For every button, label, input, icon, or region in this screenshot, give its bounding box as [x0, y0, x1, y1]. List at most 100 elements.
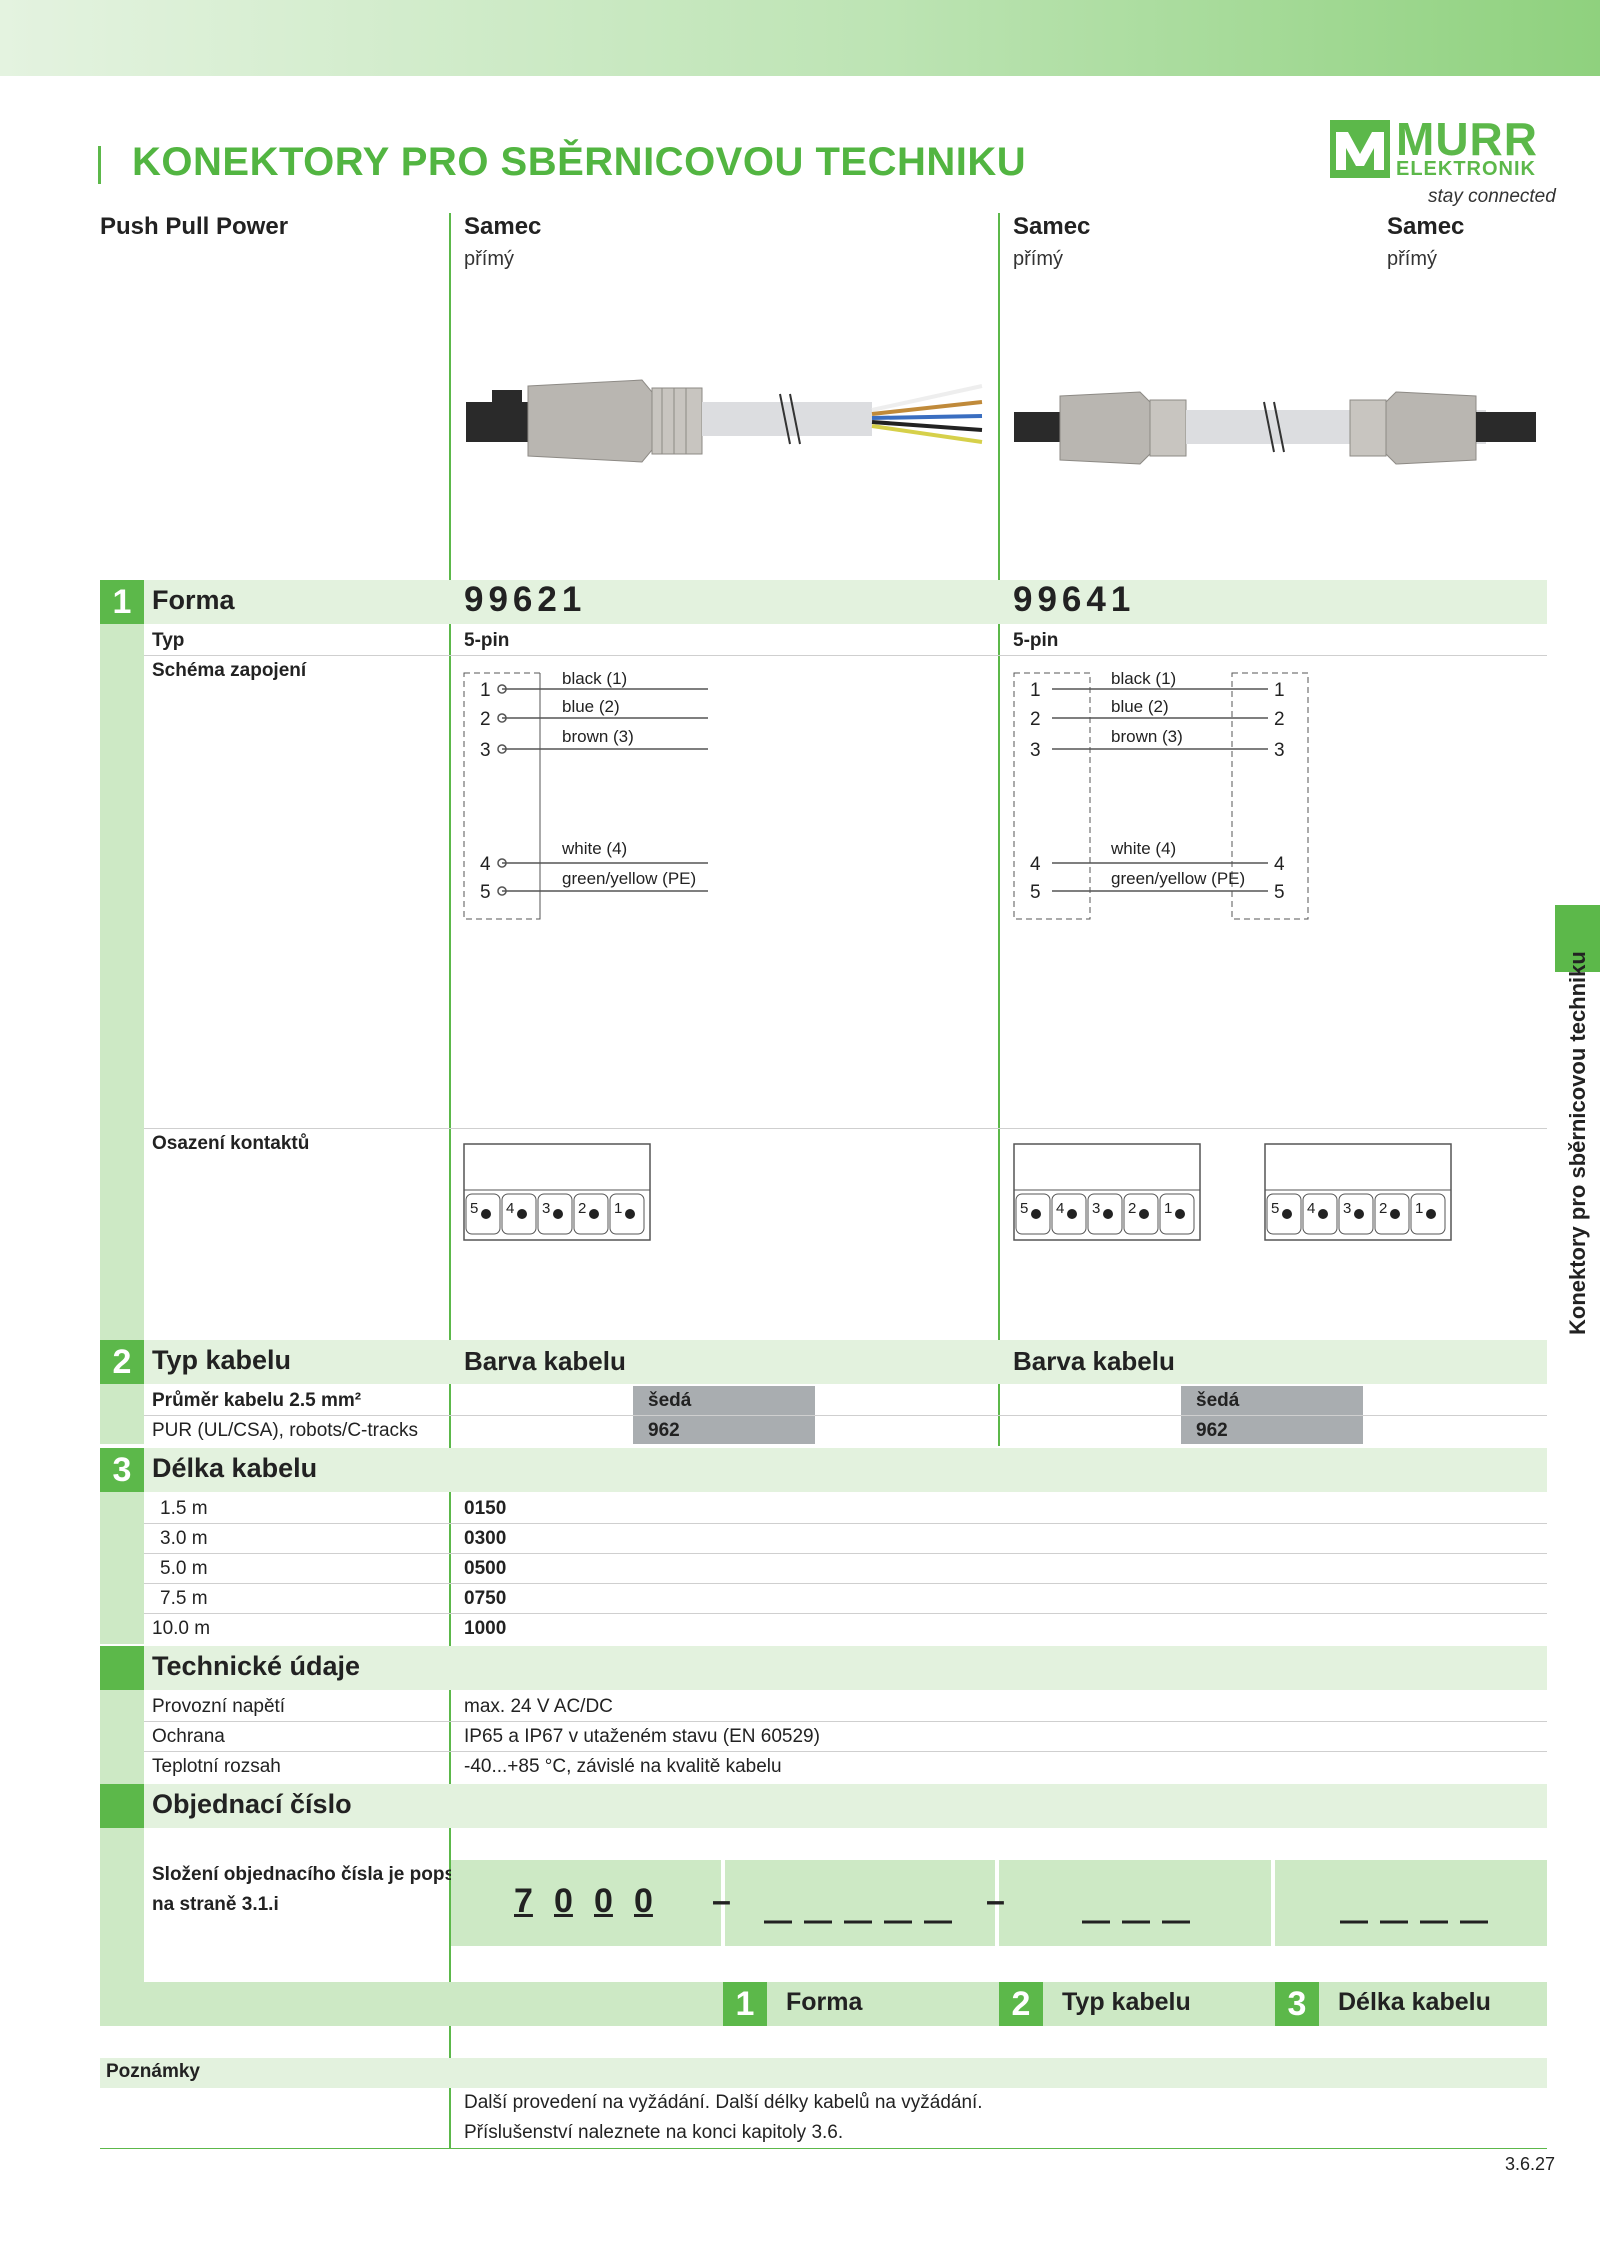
voltage-label: Provozní napětí [152, 1696, 286, 1717]
row-divider [144, 1721, 1547, 1722]
contact-pin-3: 3 [1092, 1200, 1101, 1217]
row-divider [144, 1523, 1547, 1524]
length-code: 0300 [464, 1528, 507, 1549]
title-marker [98, 146, 101, 184]
product-image-99621 [466, 379, 983, 463]
order-dash: – [986, 1882, 1005, 1920]
murr-logo: MURR ELEKTRONIK stay connected [1330, 113, 1560, 213]
logo-murr-text: MURR [1396, 113, 1538, 165]
notes-band [100, 2058, 1547, 2088]
length-code: 1000 [464, 1618, 507, 1639]
length-label: 10.0 m [152, 1618, 211, 1639]
logo-tagline: stay connected [1428, 186, 1556, 207]
wire-label-blue-2: blue (2) [1111, 697, 1169, 716]
length-code: 0150 [464, 1498, 507, 1519]
row-divider [144, 1583, 1547, 1584]
wire-label-black: black (1) [562, 669, 628, 688]
pin-5-right: 5 [1274, 882, 1285, 903]
chapter-tab-label: Konektory pro sběrnicovou techniku [1565, 951, 1590, 1335]
contact-pin-1: 1 [614, 1200, 623, 1217]
pin-2-left: 2 [1030, 709, 1041, 730]
legend-num-2: 2 [999, 1982, 1043, 2026]
section-3-band [144, 1448, 1547, 1492]
legend-num-1: 1 [723, 1982, 767, 2026]
pin-5-left: 5 [1030, 882, 1041, 903]
cable-code-1: 962 [648, 1420, 680, 1441]
legend-label-forma: Forma [786, 1988, 863, 2016]
order-marker [100, 1784, 144, 1828]
wire-label-blue: blue (2) [562, 697, 620, 716]
top-banner [0, 0, 1600, 76]
section-1-title: Forma [152, 585, 235, 615]
section-2-number: 2 [100, 1340, 144, 1384]
order-note-line2: na straně 3.1.i [152, 1894, 279, 1915]
section-3-title: Délka kabelu [152, 1453, 318, 1483]
code-99621: 99621 [464, 580, 587, 619]
pin-5: 5 [480, 882, 491, 903]
order-field-typ-kabelu[interactable] [999, 1860, 1271, 1946]
order-field-delka-kabelu[interactable] [1275, 1860, 1547, 1946]
cable-color-1: šedá [648, 1390, 692, 1411]
wire-label-black-2: black (1) [1111, 669, 1177, 688]
contact-pin-4: 4 [506, 1200, 515, 1217]
product-image-99641 [1014, 391, 1536, 465]
pin-3-left: 3 [1030, 740, 1041, 761]
contact-block-99641-b [1264, 1143, 1452, 1241]
contact-pin-2: 2 [1379, 1200, 1388, 1217]
section-2-band [144, 1340, 1547, 1384]
footer-rule [100, 2148, 1547, 2149]
contact-pin-4: 4 [1056, 1200, 1065, 1217]
cable-color-header-1: Barva kabelu [464, 1346, 626, 1376]
temperature-value: -40...+85 °C, závislé na kvalitě kabelu [464, 1756, 782, 1777]
col3-sub: přímý [1387, 248, 1437, 270]
notes-line2: Příslušenství naleznete na konci kapitol… [464, 2122, 844, 2143]
wire-label-pe-2: green/yellow (PE) [1111, 869, 1246, 888]
order-digit: 0 [594, 1882, 613, 1920]
contact-pin-5: 5 [1271, 1200, 1280, 1217]
cable-color-2: šedá [1196, 1390, 1240, 1411]
protection-value: IP65 a IP67 v utaženém stavu (EN 60529) [464, 1726, 820, 1747]
contact-pin-1: 1 [1415, 1200, 1424, 1217]
notes-line1: Další provedení na vyžádání. Další délky… [464, 2092, 983, 2113]
pin-2: 2 [480, 709, 491, 730]
wire-label-brown-2: brown (3) [1111, 727, 1183, 746]
contact-pin-4: 4 [1307, 1200, 1316, 1217]
cable-code-2: 962 [1196, 1420, 1228, 1441]
contact-block-99641-a [1013, 1143, 1201, 1241]
order-digit: 0 [634, 1882, 653, 1920]
wire-label-white-2: white (4) [1111, 839, 1177, 858]
temperature-label: Teplotní rozsah [152, 1756, 281, 1777]
pin-3-right: 3 [1274, 740, 1285, 761]
section-3-number: 3 [100, 1448, 144, 1492]
page-number: 3.6.27 [1505, 2154, 1556, 2174]
contact-pin-5: 5 [470, 1200, 479, 1217]
section-1-band [144, 580, 1547, 624]
length-code: 0500 [464, 1558, 507, 1579]
protection-label: Ochrana [152, 1726, 225, 1747]
order-title: Objednací číslo [152, 1789, 352, 1819]
order-prefix-field [451, 1860, 721, 1946]
product-family: Push Pull Power [100, 213, 289, 240]
column-divider-2 [998, 213, 1000, 1446]
order-blanks-delka [1340, 1920, 1488, 1924]
pin-3: 3 [480, 740, 491, 761]
pin-1: 1 [480, 680, 491, 701]
section-1-sidebar [100, 580, 144, 1340]
cable-type-label: PUR (UL/CSA), robots/C-tracks [152, 1420, 419, 1441]
order-digit: 7 [514, 1882, 533, 1920]
contact-pin-3: 3 [1343, 1200, 1352, 1217]
page-title: KONEKTORY PRO SBĚRNICOVOU TECHNIKU [132, 140, 1027, 184]
section-1-number: 1 [100, 580, 144, 624]
row-divider [144, 1128, 1547, 1129]
length-label: 1.5 m [160, 1498, 208, 1519]
wire-label-white: white (4) [562, 839, 628, 858]
logo-elektronik-text: ELEKTRONIK [1396, 158, 1536, 180]
technical-marker [100, 1646, 144, 1690]
length-label: 7.5 m [160, 1588, 208, 1609]
wiring-diagram-99621 [463, 672, 708, 920]
order-dash: – [712, 1882, 731, 1920]
technical-title: Technické údaje [152, 1651, 361, 1681]
order-digit: 0 [554, 1882, 573, 1920]
order-field-forma[interactable] [725, 1860, 995, 1946]
legend-num-3: 3 [1275, 1982, 1319, 2026]
